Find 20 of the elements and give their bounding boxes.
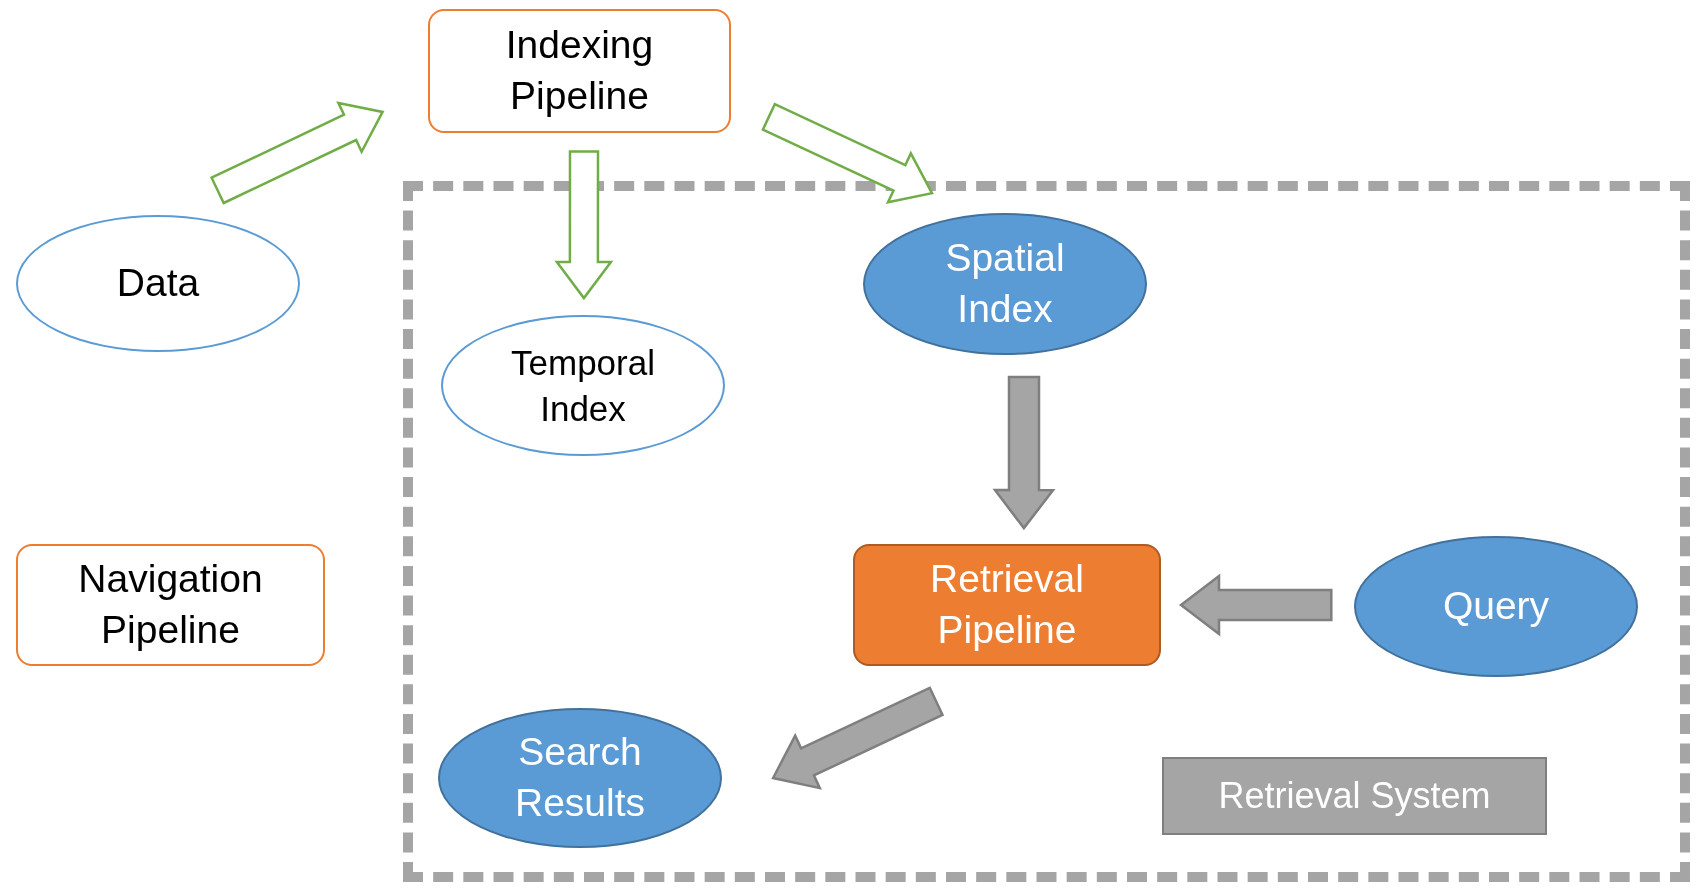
process-box bbox=[16, 544, 325, 666]
node-label: Indexing Pipeline bbox=[504, 22, 655, 119]
block-arrow bbox=[761, 102, 934, 205]
node-label: Query bbox=[1442, 583, 1550, 630]
process-box bbox=[428, 9, 731, 133]
label-box bbox=[1162, 757, 1547, 835]
node-label: Search Results bbox=[513, 729, 646, 826]
block-arrow bbox=[554, 150, 614, 301]
process-box bbox=[853, 544, 1161, 666]
block-arrow bbox=[992, 375, 1056, 531]
block-arrow bbox=[209, 101, 385, 205]
node-label: Retrieval Pipeline bbox=[929, 556, 1085, 653]
node-label: Spatial Index bbox=[944, 235, 1066, 332]
node-label: Retrieval System bbox=[1218, 773, 1491, 818]
dashed-frame bbox=[403, 181, 1690, 882]
node-label: Temporal Index bbox=[510, 342, 656, 430]
block-arrow bbox=[1178, 573, 1333, 637]
block-arrow bbox=[771, 686, 945, 790]
node-label: Data bbox=[116, 260, 200, 307]
node-label: Navigation Pipeline bbox=[77, 556, 264, 653]
